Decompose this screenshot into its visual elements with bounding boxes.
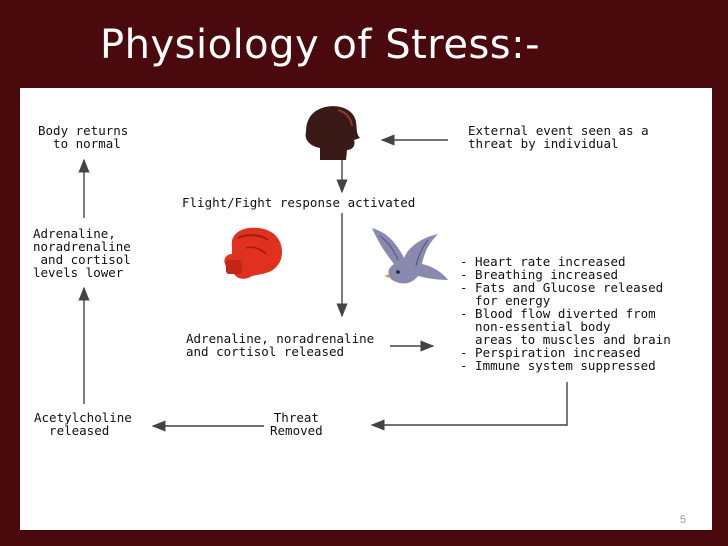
slide-title: Physiology of Stress:- xyxy=(100,22,540,68)
boxing-glove-icon xyxy=(224,228,282,279)
adrenaline-released-label: Adrenaline, noradrenaline and cortisol r… xyxy=(186,332,374,358)
diagram-panel: Body returns to normal External event se… xyxy=(20,88,712,530)
page-number: 5 xyxy=(680,514,686,526)
external-event-label: External event seen as a threat by indiv… xyxy=(468,124,649,150)
effects-list: - Heart rate increased - Breathing incre… xyxy=(460,255,671,372)
body-returns-label: Body returns to normal xyxy=(38,124,128,150)
arrow-effects-to-threat xyxy=(372,382,567,425)
dove-icon xyxy=(372,228,448,283)
threat-removed-label: Threat Removed xyxy=(270,411,323,437)
acetylcholine-label: Acetylcholine released xyxy=(34,411,132,437)
flight-fight-label: Flight/Fight response activated xyxy=(182,196,415,209)
adrenaline-lower-label: Adrenaline, noradrenaline and cortisol l… xyxy=(33,227,131,279)
head-silhouette-icon xyxy=(306,106,360,160)
